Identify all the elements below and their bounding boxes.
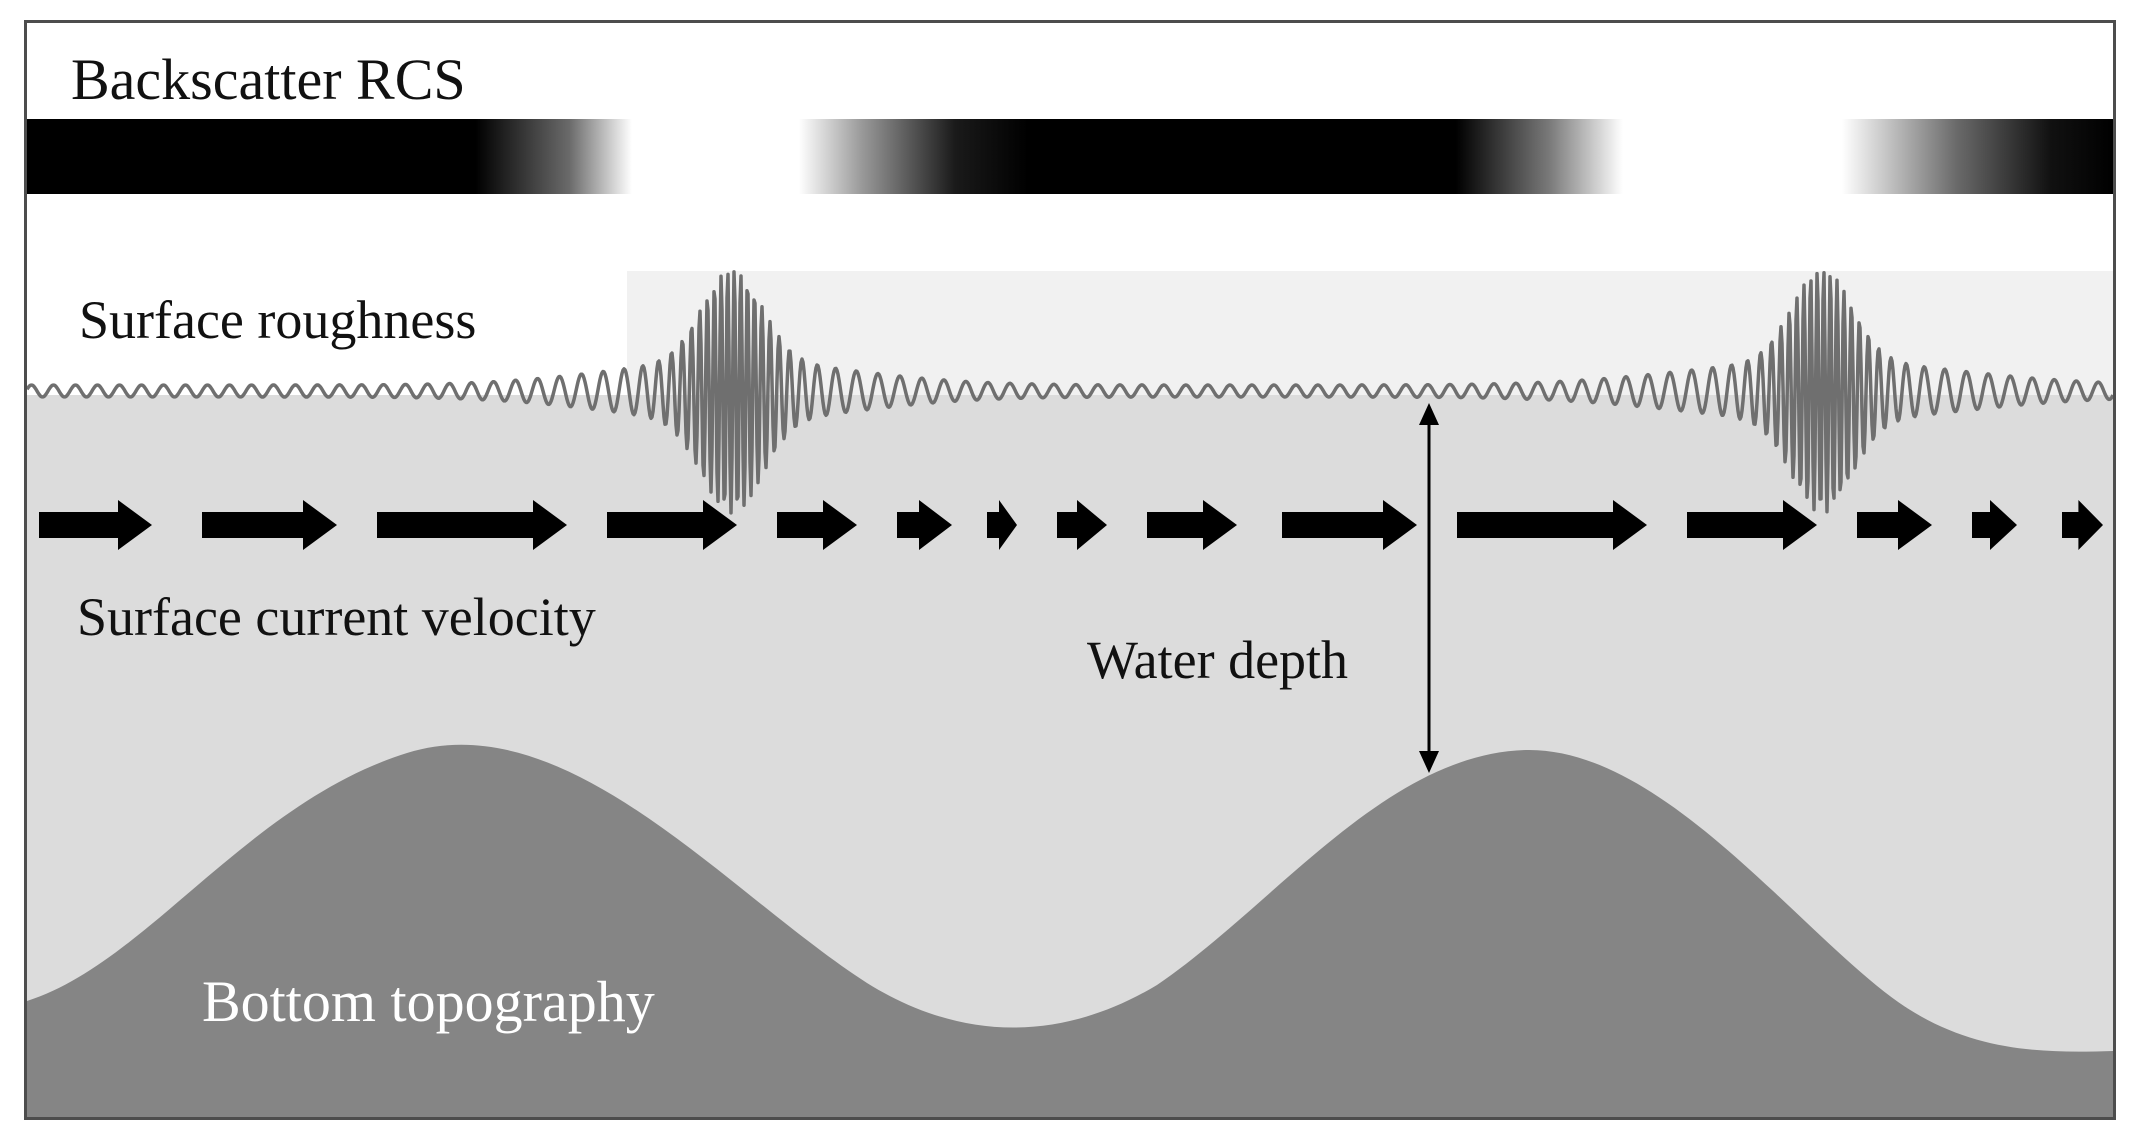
current-arrow-10 — [1282, 500, 1417, 550]
water-depth-arrowhead-bottom — [1419, 751, 1439, 773]
current-arrow-8 — [1057, 500, 1107, 550]
current-arrow-6 — [897, 500, 952, 550]
diagram-frame: Backscatter RCS Surface roughness Surfac… — [24, 20, 2116, 1120]
current-arrow-14 — [1972, 500, 2017, 550]
surface-current-arrows — [39, 500, 2103, 550]
diagram-scene — [27, 119, 2113, 1117]
backscatter-rcs-label: Backscatter RCS — [71, 47, 466, 112]
bottom-topography-shape — [27, 744, 2113, 1117]
bottom-topography-label: Bottom topography — [202, 969, 655, 1034]
surface-roughness-wave — [27, 270, 2113, 515]
current-arrow-9 — [1147, 500, 1237, 550]
current-arrow-15 — [2062, 500, 2103, 550]
water-depth-arrowhead-top — [1419, 403, 1439, 425]
current-arrow-12 — [1687, 500, 1817, 550]
surface-current-velocity-label: Surface current velocity — [77, 587, 596, 647]
surface-roughness-label: Surface roughness — [79, 290, 477, 350]
current-arrow-4 — [607, 500, 737, 550]
current-arrow-11 — [1457, 500, 1647, 550]
current-arrow-5 — [777, 500, 857, 550]
water-depth-label: Water depth — [1087, 630, 1349, 690]
current-arrow-1 — [39, 500, 152, 550]
current-arrow-2 — [202, 500, 337, 550]
current-arrow-7 — [987, 500, 1017, 550]
rcs-intensity-band — [27, 119, 2113, 194]
current-arrow-13 — [1857, 500, 1932, 550]
current-arrow-3 — [377, 500, 567, 550]
